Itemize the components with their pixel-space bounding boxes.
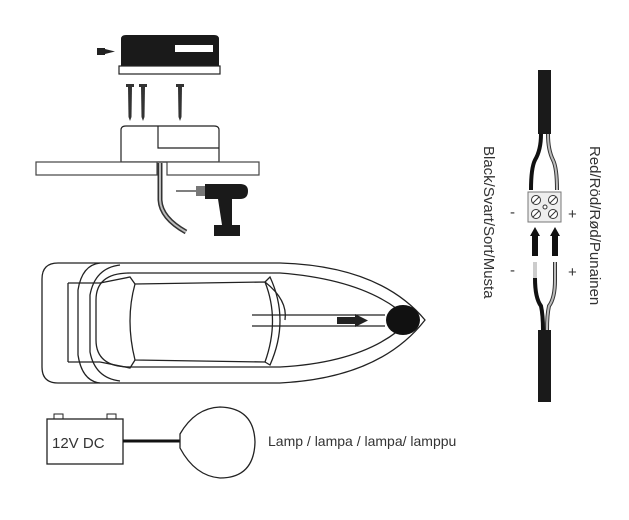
minus-top-label: - (510, 204, 515, 221)
mounting-illustration (35, 35, 260, 236)
lamp-housing (118, 35, 221, 75)
mounting-surface (35, 161, 260, 176)
wiring-connection (527, 70, 562, 402)
small-screw-icon (97, 48, 115, 55)
black-wire-label: Black/Svart/Sort/Musta (480, 146, 497, 299)
arrow-icons (530, 227, 560, 256)
drill-icon (176, 184, 248, 236)
minus-bottom-label: - (510, 262, 515, 279)
plus-top-label: + (568, 206, 577, 223)
plus-bottom-label: + (568, 264, 577, 281)
boat-lamp (337, 305, 420, 335)
screw-icons (126, 84, 184, 121)
cable (157, 163, 188, 235)
mounting-base (120, 125, 220, 163)
boat-top-view (41, 262, 426, 384)
lamp-icon (179, 406, 256, 479)
terminal-block (527, 191, 562, 223)
battery-label: 12V DC (52, 435, 105, 452)
red-wire-label: Red/Röd/Rød/Punainen (586, 146, 603, 305)
battery-icon (46, 413, 124, 465)
lamp-label: Lamp / lampa / lampa/ lamppu (268, 433, 456, 449)
